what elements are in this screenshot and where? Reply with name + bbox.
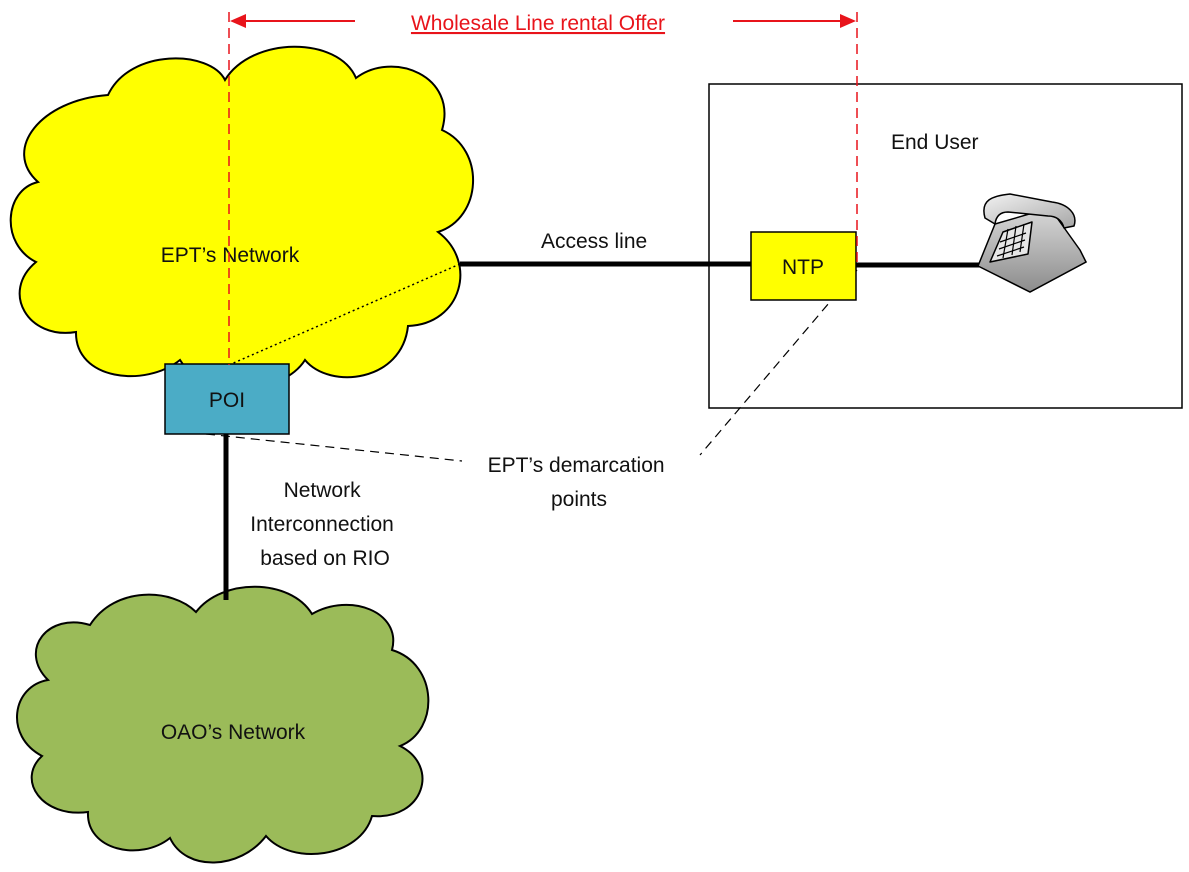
interconnection-label-line: based on RIO xyxy=(260,547,390,570)
oao-network-cloud xyxy=(16,585,430,864)
offer-arrowhead-left xyxy=(230,14,246,28)
interconnection-label-line: Network xyxy=(284,479,362,502)
interconnection-label: Network Interconnection based on RIO xyxy=(250,479,399,570)
access-line-label: Access line xyxy=(541,230,647,253)
poi-label: POI xyxy=(209,389,245,412)
ept-network-label: EPT’s Network xyxy=(161,244,300,267)
demarcation-label-line: points xyxy=(551,488,607,511)
demarcation-pointer-ntp xyxy=(699,269,858,456)
ntp-box xyxy=(750,231,857,301)
telephone-icon xyxy=(977,193,1087,293)
internal-dotted-link xyxy=(228,263,461,366)
ept-network-cloud xyxy=(9,45,475,390)
demarcation-pointer-poi xyxy=(205,433,463,462)
offer-label: Wholesale Line rental Offer xyxy=(411,12,665,35)
oao-network-label: OAO’s Network xyxy=(161,721,306,744)
interconnection-label-line: Interconnection xyxy=(250,513,394,536)
offer-arrowhead-right xyxy=(840,14,856,28)
ntp-label: NTP xyxy=(782,256,824,279)
poi-box xyxy=(164,363,290,435)
demarcation-label: EPT’s demarcation points xyxy=(488,454,671,511)
end-user-label: End User xyxy=(891,131,979,154)
demarcation-label-line: EPT’s demarcation xyxy=(488,454,665,477)
